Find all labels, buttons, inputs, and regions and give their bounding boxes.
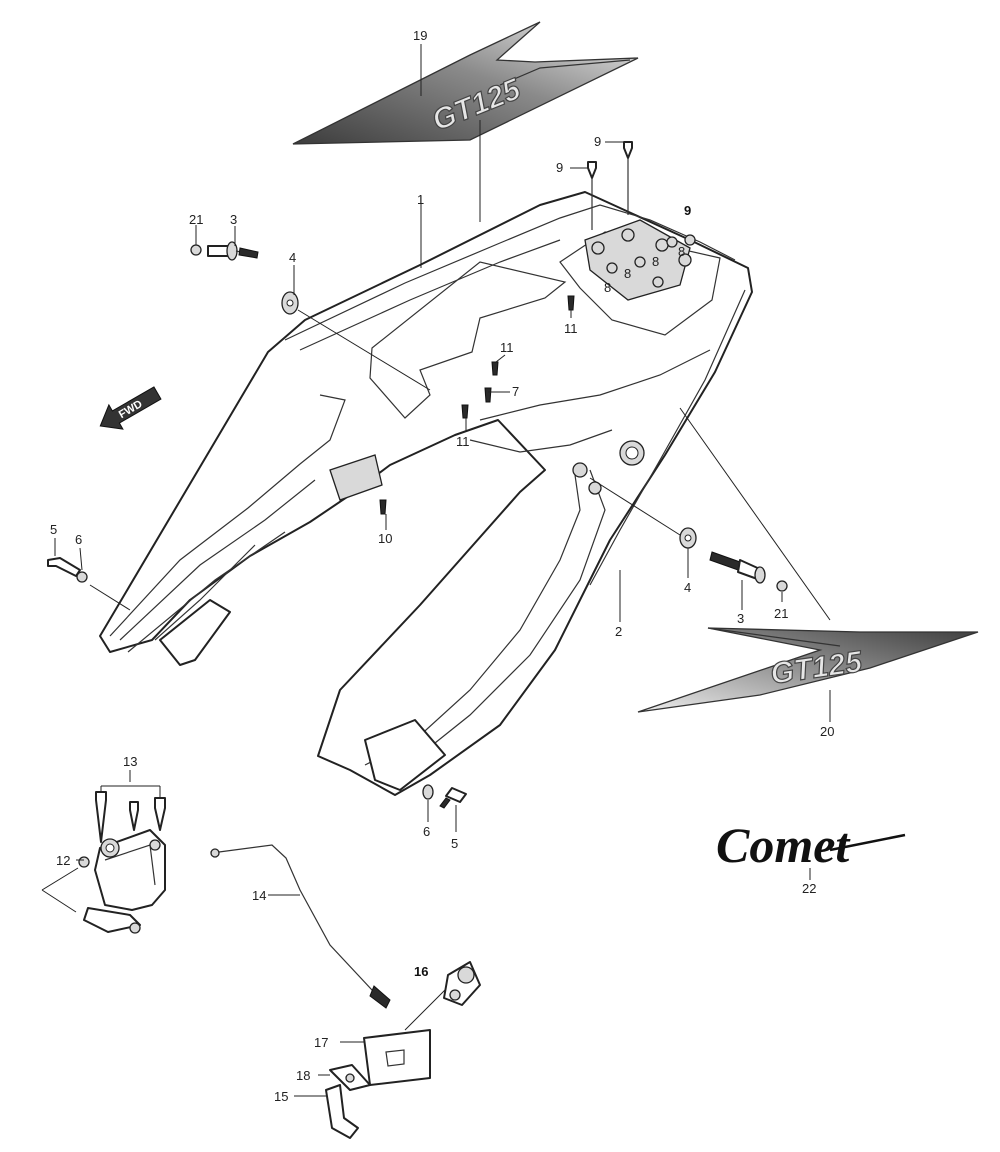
callout-16: 16 xyxy=(414,964,428,979)
comet-logo-text: Comet xyxy=(716,817,851,873)
right-mount-fasteners xyxy=(589,477,788,592)
comet-emblem: Comet xyxy=(716,817,906,873)
callout-9-b: 9 xyxy=(594,134,601,149)
callout-5-bottom: 5 xyxy=(451,836,458,851)
callout-8-b: 8 xyxy=(624,266,631,281)
callout-19: 19 xyxy=(413,28,427,43)
callout-22: 22 xyxy=(802,881,816,896)
callout-4-right: 4 xyxy=(684,580,691,595)
callout-18: 18 xyxy=(296,1068,310,1083)
callout-6-bottom: 6 xyxy=(423,824,430,839)
left-side-decal: GT125 xyxy=(292,21,639,145)
callout-21-right: 21 xyxy=(774,606,788,621)
callout-numbers: 19 1 21 3 4 9 9 9 8 8 8 8 11 11 11 7 10 … xyxy=(50,28,834,1104)
callout-1: 1 xyxy=(417,192,424,207)
seat-lock-assembly xyxy=(294,961,481,1139)
left-tail-fasteners xyxy=(47,557,131,611)
callout-17: 17 xyxy=(314,1035,328,1050)
right-decal-logo: GT125 xyxy=(769,645,866,691)
callout-11-b: 11 xyxy=(500,340,514,355)
forward-direction-arrow: FWD xyxy=(99,386,162,430)
callout-12: 12 xyxy=(56,853,70,868)
callout-5-left: 5 xyxy=(50,522,57,537)
callout-8-d: 8 xyxy=(678,244,685,259)
cap-nut-21-right xyxy=(776,580,788,592)
callout-20: 20 xyxy=(820,724,834,739)
seat-lock-cable xyxy=(210,844,391,1009)
callout-2: 2 xyxy=(615,624,622,639)
leader-decal-20 xyxy=(679,407,831,621)
callout-10: 10 xyxy=(378,531,392,546)
bottom-tail-fasteners xyxy=(422,784,467,809)
callout-4-left: 4 xyxy=(289,250,296,265)
callout-13: 13 xyxy=(123,754,137,769)
callout-8-c: 8 xyxy=(652,254,659,269)
fwd-label: FWD xyxy=(117,398,145,421)
callout-15: 15 xyxy=(274,1089,288,1104)
cap-nut-21-left xyxy=(190,244,202,256)
seat-latch-bracket xyxy=(41,770,166,934)
top-screws xyxy=(587,141,696,248)
callout-6-left: 6 xyxy=(75,532,82,547)
callout-11-a: 11 xyxy=(564,321,578,336)
callout-11-c: 11 xyxy=(456,434,470,449)
callout-3-right: 3 xyxy=(737,611,744,626)
callout-21-left: 21 xyxy=(189,212,203,227)
callout-leaders xyxy=(54,44,831,880)
callout-7: 7 xyxy=(512,384,519,399)
callout-14: 14 xyxy=(252,888,266,903)
callout-3-left: 3 xyxy=(230,212,237,227)
callout-9-bold: 9 xyxy=(684,203,691,218)
callout-8-a: 8 xyxy=(604,280,611,295)
callout-9-a: 9 xyxy=(556,160,563,175)
rear-seat-cowl xyxy=(99,191,753,796)
right-side-decal: GT125 xyxy=(637,627,979,713)
